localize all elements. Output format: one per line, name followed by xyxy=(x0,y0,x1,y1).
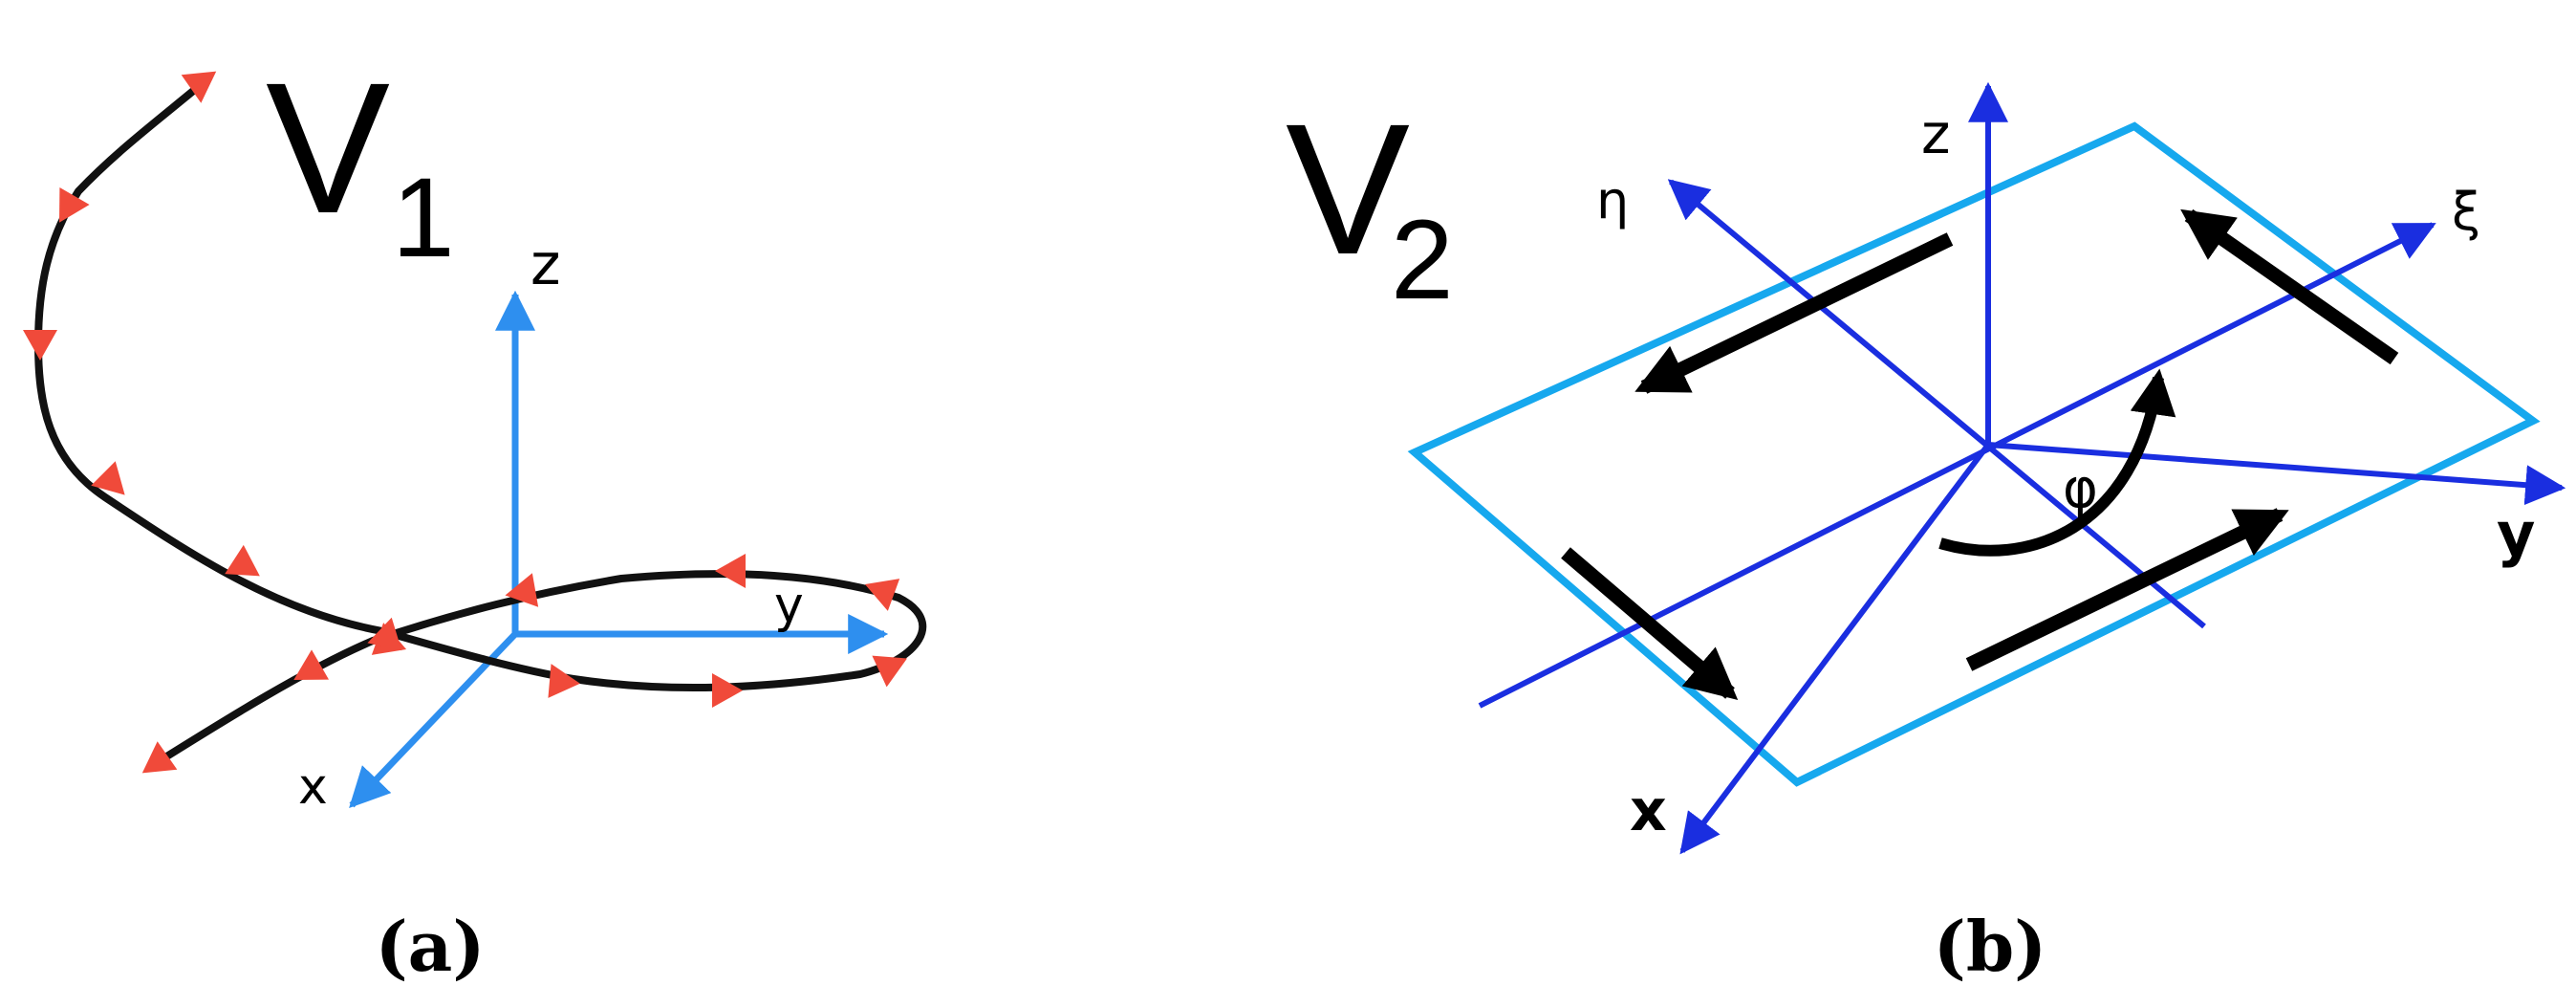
flow-arrows xyxy=(1561,208,2399,701)
panel-b-title-main: V xyxy=(1286,85,1410,294)
axis-b-xi xyxy=(1478,222,2436,709)
trajectory-arrow xyxy=(872,655,908,688)
flow-arrow xyxy=(1634,232,1954,394)
panel-a-title-sub: 1 xyxy=(392,155,455,281)
flow-arrow xyxy=(2180,208,2399,365)
trajectory-arrow xyxy=(715,554,746,588)
angle-phi-label: φ xyxy=(2063,458,2098,520)
trajectory-arrow xyxy=(712,673,743,708)
panel-b-axes xyxy=(1478,81,2566,855)
panel-a-title-main: V xyxy=(266,44,390,252)
panel-a: V 1 z y x (a) xyxy=(23,44,927,987)
trajectory-arrow xyxy=(141,741,178,774)
axis-a-y-label: y xyxy=(774,577,804,634)
axis-b-xi-label: ξ xyxy=(2452,182,2480,242)
trajectory-arrow xyxy=(91,461,125,495)
panel-a-caption: (a) xyxy=(376,906,486,987)
axis-b-eta-label: η xyxy=(1596,170,1629,230)
trajectory-arrow xyxy=(181,71,217,103)
axis-b-x xyxy=(1679,443,1991,855)
trajectory-arrows xyxy=(23,71,908,774)
trajectory-arrow xyxy=(225,544,260,577)
axis-a-z-label: z xyxy=(530,231,561,298)
flow-arrow xyxy=(1965,508,2289,671)
panel-a-axes xyxy=(349,290,889,809)
axis-b-eta xyxy=(1667,179,2206,629)
axis-b-y-label: y xyxy=(2497,499,2535,569)
trajectory-arrow xyxy=(23,330,57,361)
trajectory-arrow xyxy=(548,664,580,698)
panel-b: V 2 z η ξ y x φ (b) xyxy=(1286,81,2566,987)
trajectory-arrow xyxy=(59,187,90,223)
plane xyxy=(1407,121,2541,787)
panel-b-title-sub: 2 xyxy=(1391,197,1454,323)
trajectory-arrow xyxy=(505,573,539,607)
rotation-arc xyxy=(1938,368,2176,557)
axis-b-z-label: z xyxy=(1921,101,1950,166)
panel-b-caption: (b) xyxy=(1934,906,2046,987)
flow-arrow xyxy=(1561,547,1739,701)
axis-b-y xyxy=(1987,442,2566,506)
trajectory-arrow xyxy=(293,649,329,680)
trajectory-arrow xyxy=(367,617,402,651)
axis-b-x-label: x xyxy=(1630,777,1667,844)
trajectory-curve xyxy=(33,75,927,769)
axis-a-x-label: x xyxy=(298,758,328,816)
trajectory-arrow xyxy=(864,579,900,611)
